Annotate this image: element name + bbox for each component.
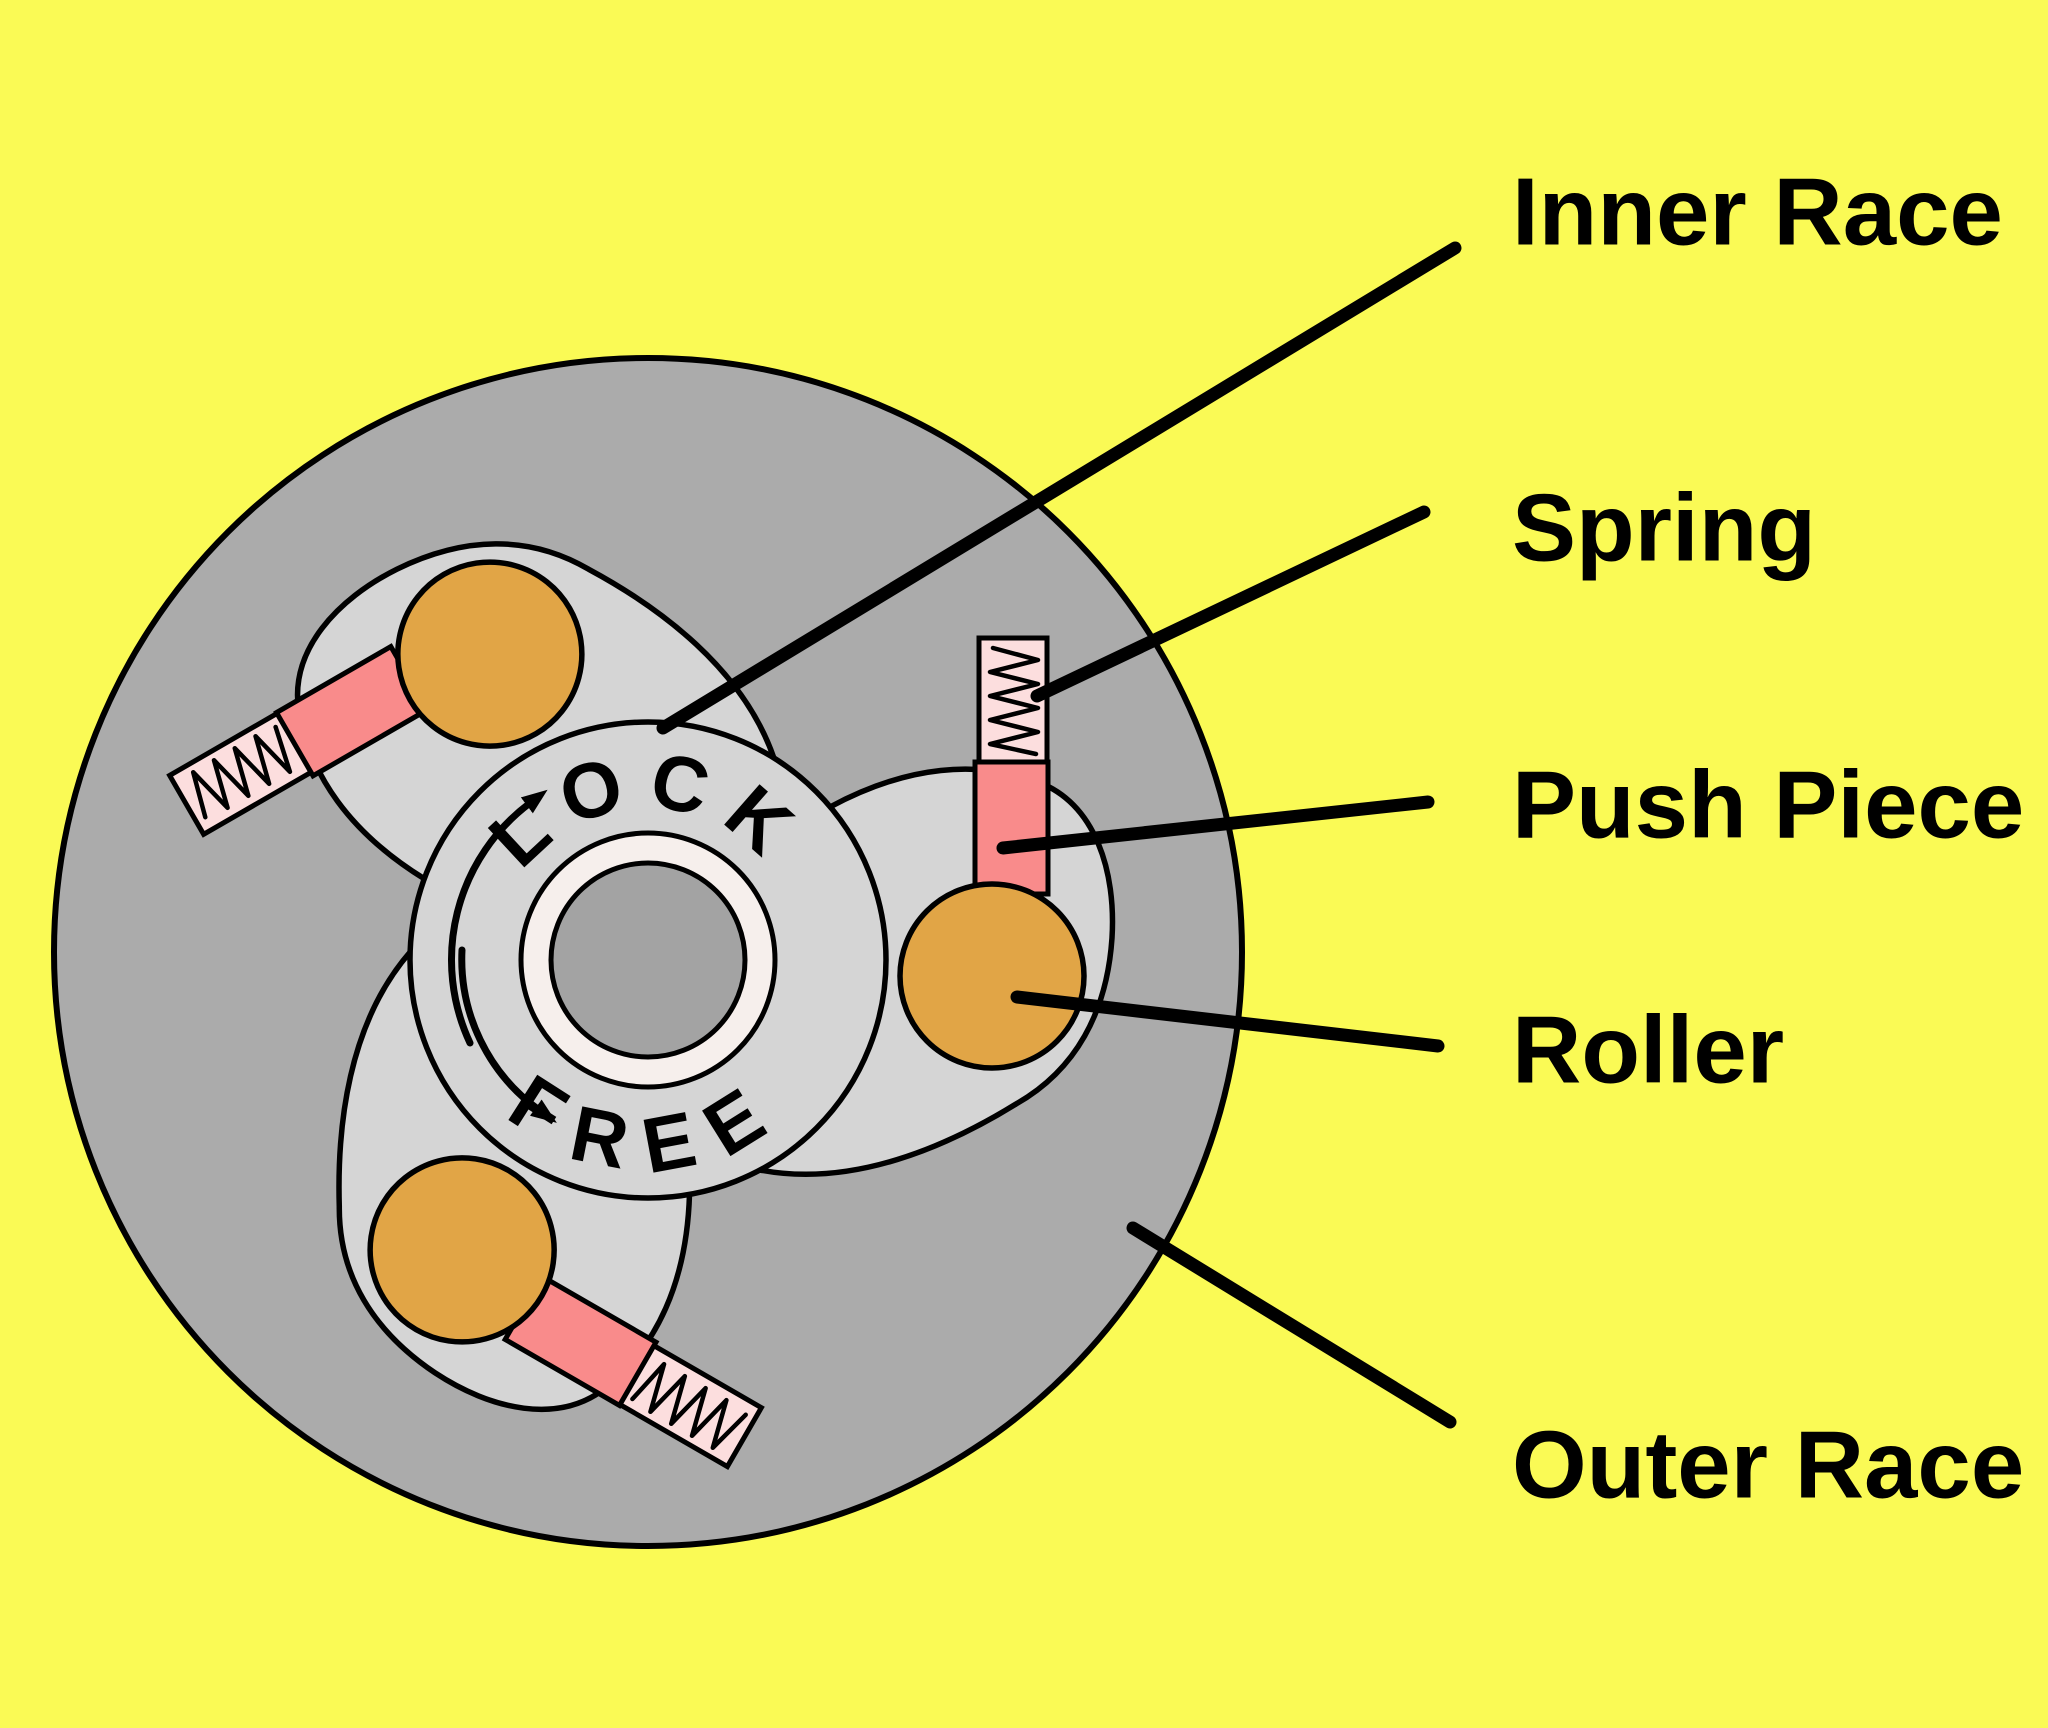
outer-race-leader-line [1126,1221,1457,1429]
label-spring: Spring [1512,475,1816,582]
inner-race-leader-line [656,241,1462,735]
roller-leader-line [1010,990,1445,1053]
label-inner-race: Inner Race [1512,159,2003,266]
hub-bore [548,860,748,1060]
spring-leader-line [1030,505,1431,703]
push-piece-leader-line [996,795,1435,855]
label-outer-race: Outer Race [1512,1412,2024,1519]
label-roller: Roller [1512,997,1784,1104]
free-direction-arrow [458,946,557,1123]
lock-direction-arrow [448,789,548,1047]
label-push-piece: Push Piece [1512,752,2024,859]
